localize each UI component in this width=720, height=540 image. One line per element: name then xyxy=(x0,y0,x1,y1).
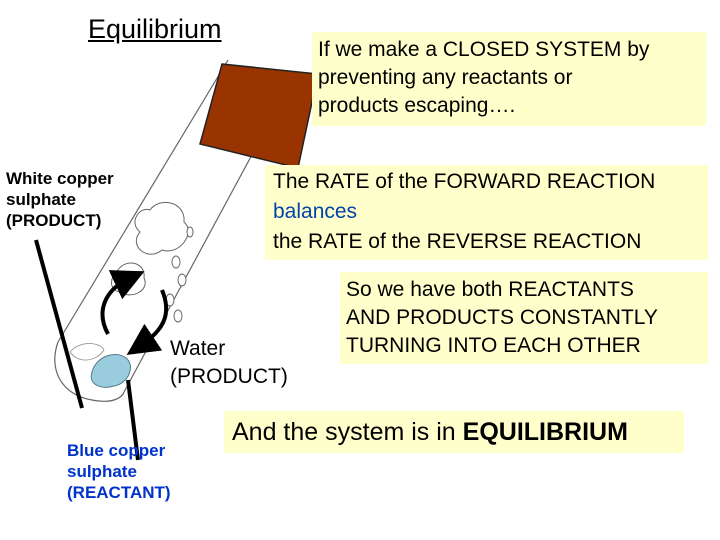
equilibrium-box: And the system is in EQUILIBRIUM xyxy=(224,411,684,453)
water-label-line-1: Water xyxy=(170,337,226,360)
blue-copper-pointer-line xyxy=(126,379,140,461)
both-line-2: AND PRODUCTS CONSTANTLY xyxy=(346,306,658,329)
white-label-line-2: sulphate xyxy=(6,190,76,209)
blue-copper-sulphate-crystals xyxy=(90,354,131,388)
stopper xyxy=(199,63,319,169)
blue-label-line-1: Blue copper xyxy=(67,441,166,460)
water-label: Water (PRODUCT) xyxy=(170,335,288,391)
white-copper-pointer-line xyxy=(34,239,84,409)
water-label-line-2: (PRODUCT) xyxy=(170,365,288,388)
white-label-line-1: White copper xyxy=(6,169,114,188)
rate-line-3: the RATE of the REVERSE REACTION xyxy=(273,230,642,253)
closed-system-line-1: If we make a CLOSED SYSTEM by xyxy=(318,38,650,61)
blue-label-line-2: sulphate xyxy=(67,462,137,481)
closed-system-line-3: products escaping…. xyxy=(318,94,516,117)
both-line-3: TURNING INTO EACH OTHER xyxy=(346,334,641,357)
forward-reaction-arrow xyxy=(100,270,145,335)
blue-label-line-3: (REACTANT) xyxy=(67,483,171,502)
white-label-line-3: (PRODUCT) xyxy=(6,211,102,230)
reverse-reaction-arrow xyxy=(126,289,169,355)
rate-line-1: The RATE of the FORWARD REACTION xyxy=(273,170,656,193)
constantly-turning-box: So we have both REACTANTS AND PRODUCTS C… xyxy=(340,272,708,364)
rate-balance-box: The RATE of the FORWARD REACTION balance… xyxy=(265,165,708,260)
water-droplets xyxy=(165,226,194,323)
white-copper-sulphate-label: White copper sulphate (PRODUCT) xyxy=(6,168,114,231)
blue-copper-sulphate-label: Blue copper sulphate (REACTANT) xyxy=(67,440,171,503)
equilibrium-emphasis: EQUILIBRIUM xyxy=(462,418,628,446)
equilibrium-prefix: And the system is in xyxy=(232,418,463,446)
closed-system-box: If we make a CLOSED SYSTEM by preventing… xyxy=(312,32,706,126)
closed-system-line-2: preventing any reactants or xyxy=(318,66,573,89)
rate-line-2: balances xyxy=(273,200,358,223)
page-title: Equilibrium xyxy=(88,14,222,44)
both-line-1: So we have both REACTANTS xyxy=(346,278,634,301)
tube-bottom-powder xyxy=(69,343,105,361)
